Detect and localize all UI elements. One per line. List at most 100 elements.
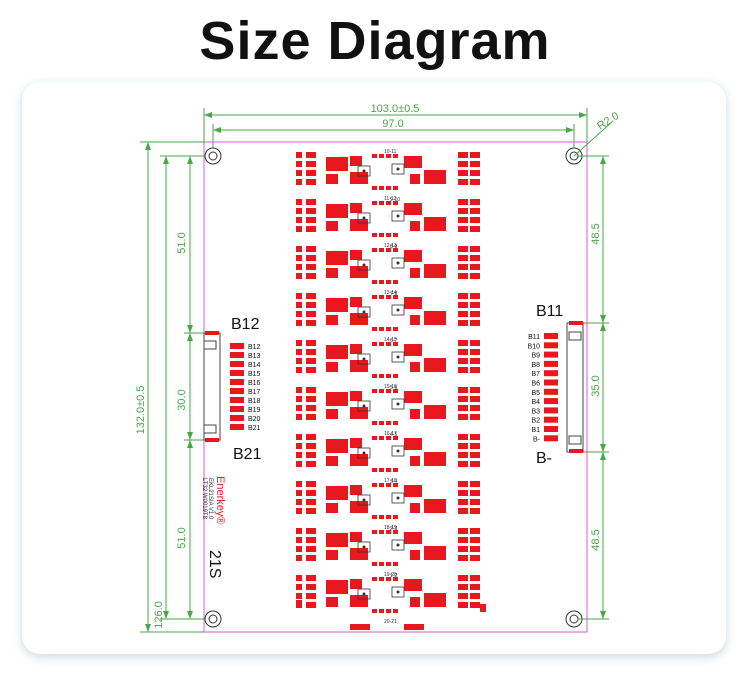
connector-pin-label: B10 xyxy=(528,343,541,350)
connector-pin-label: B1 xyxy=(531,427,540,434)
connector-pin-label: B18 xyxy=(248,398,261,405)
connector-pin-label: B12 xyxy=(248,344,261,351)
cell-label: 11-12 xyxy=(384,196,397,202)
connector-pin-pad xyxy=(544,342,558,349)
connector-pin-pad xyxy=(544,360,558,367)
cell-label: 7-8 xyxy=(390,291,397,297)
dim-hole-spacing-height: 126.0 xyxy=(153,601,165,629)
connector-pin-pad xyxy=(544,388,558,395)
cell-label: 9-10 xyxy=(390,197,400,203)
left-connector-top-label: B12 xyxy=(231,316,260,333)
balance-cell-block xyxy=(296,246,480,284)
connector-pin-label: B16 xyxy=(248,380,261,387)
balance-cell-block xyxy=(296,575,480,613)
connector-pin-label: B17 xyxy=(248,389,261,396)
connector-pin-label: B2 xyxy=(531,418,540,425)
connector-pin-label: B11 xyxy=(528,334,540,341)
connector-pin-label: B5 xyxy=(531,390,540,397)
connector-pin-pad xyxy=(544,426,558,432)
connector-pin-pad xyxy=(544,407,558,414)
balance-cell-block xyxy=(296,152,480,190)
cell-label: 10-11 xyxy=(384,149,397,155)
series-count: 21S xyxy=(206,550,223,578)
board-model: EKL21SIA V1.0 xyxy=(207,478,213,520)
connector-pin-pad xyxy=(230,424,244,430)
dim-corner-radius: R2.0 xyxy=(595,110,621,132)
brand-logo: Enerkey® xyxy=(214,476,226,524)
connector-pin-pad xyxy=(230,388,244,394)
cell-label: 3-4 xyxy=(390,479,397,485)
connector-pin-label: B8 xyxy=(531,362,540,369)
cell-label: 5-6 xyxy=(390,385,397,391)
cell-label: 2-3 xyxy=(390,526,397,532)
cell-label: 4-5 xyxy=(390,432,397,438)
connector-pin-label: B6 xyxy=(531,381,540,388)
connector-pin-pad xyxy=(230,370,244,376)
connector-pin-label: B14 xyxy=(248,362,261,369)
balance-cell-block xyxy=(296,199,480,237)
connector-pin-pad xyxy=(544,370,558,377)
dim-hole-spacing-width: 97.0 xyxy=(382,118,403,130)
connector-pin-pad xyxy=(544,435,558,442)
connector-pin-label: B7 xyxy=(531,371,540,378)
right-connector-bottom-label: B- xyxy=(536,450,552,467)
dim-overall-height: 132.0±0.5 xyxy=(135,386,147,435)
connector-pin-pad xyxy=(230,343,244,349)
cell-label: 20-21 xyxy=(384,619,397,625)
connector-pin-pad xyxy=(544,416,558,423)
cell-label: 12-13 xyxy=(384,243,397,249)
connector-pin-pad xyxy=(230,379,244,385)
connector-pin-pad xyxy=(544,351,558,358)
connector-pin-label: B- xyxy=(533,436,541,443)
connector-pin-label: B3 xyxy=(531,408,540,415)
connector-pin-pad xyxy=(230,406,244,412)
cell-label: 13-14 xyxy=(384,290,397,296)
balance-cell-block xyxy=(296,293,480,331)
connector-pin-pad xyxy=(230,397,244,403)
connector-pin-label: B19 xyxy=(248,407,261,414)
component-grid xyxy=(296,152,486,630)
balance-cell-block xyxy=(296,434,480,472)
connector-pin-label: B13 xyxy=(248,353,261,360)
dim-right-top-section: 48.5 xyxy=(590,223,602,244)
cell-labels: 10-11 11-12 12-13 13-14 14-15 15-16 16-17 17-18… xyxy=(384,149,400,625)
cell-label: 15-16 xyxy=(384,384,397,390)
dim-left-connector: 30.0 xyxy=(176,389,188,410)
balance-cell-block xyxy=(296,600,486,630)
dim-left-top-section: 51.0 xyxy=(176,232,188,253)
dimension-arrows xyxy=(145,112,606,632)
dim-overall-width: 103.0±0.5 xyxy=(371,103,420,115)
connector-pin-label: B20 xyxy=(248,416,261,423)
connector-pin-label: B21 xyxy=(248,425,261,432)
cell-label: 18-19 xyxy=(384,525,397,531)
dim-left-bottom-section: 51.0 xyxy=(176,527,188,548)
connector-pin-pad xyxy=(230,361,244,367)
page-title: Size Diagram xyxy=(199,11,551,71)
board-silkscreen: Enerkey® EKL21SIA V1.0 LT32 W0019T8 21S xyxy=(201,476,226,578)
connector-pin-pad xyxy=(544,379,558,386)
connector-pin-pad xyxy=(544,333,558,339)
board-date-code: LT32 W0019T8 xyxy=(201,478,207,520)
connector-pin-label: B9 xyxy=(531,353,540,360)
cell-label: 1-2 xyxy=(390,573,397,579)
cell-label: 19-20 xyxy=(384,572,397,578)
connector-pin-pad xyxy=(230,352,244,358)
dim-right-bottom-section: 48.5 xyxy=(590,529,602,550)
balance-cell-block xyxy=(296,387,480,425)
balance-cell-block xyxy=(296,481,480,519)
right-connector-top-label: B11 xyxy=(536,303,563,320)
cell-label: 16-17 xyxy=(384,431,397,437)
dim-right-connector: 35.0 xyxy=(590,375,602,396)
balance-cell-block xyxy=(296,340,480,378)
cell-label: 17-18 xyxy=(384,478,397,484)
balance-cell-block xyxy=(296,528,480,566)
cell-label: 6-7 xyxy=(390,338,397,344)
connector-pin-label: B4 xyxy=(531,399,540,406)
left-connector-bottom-label: B21 xyxy=(233,446,262,463)
dimension-lines xyxy=(140,108,613,633)
cell-label: 14-15 xyxy=(384,337,397,343)
